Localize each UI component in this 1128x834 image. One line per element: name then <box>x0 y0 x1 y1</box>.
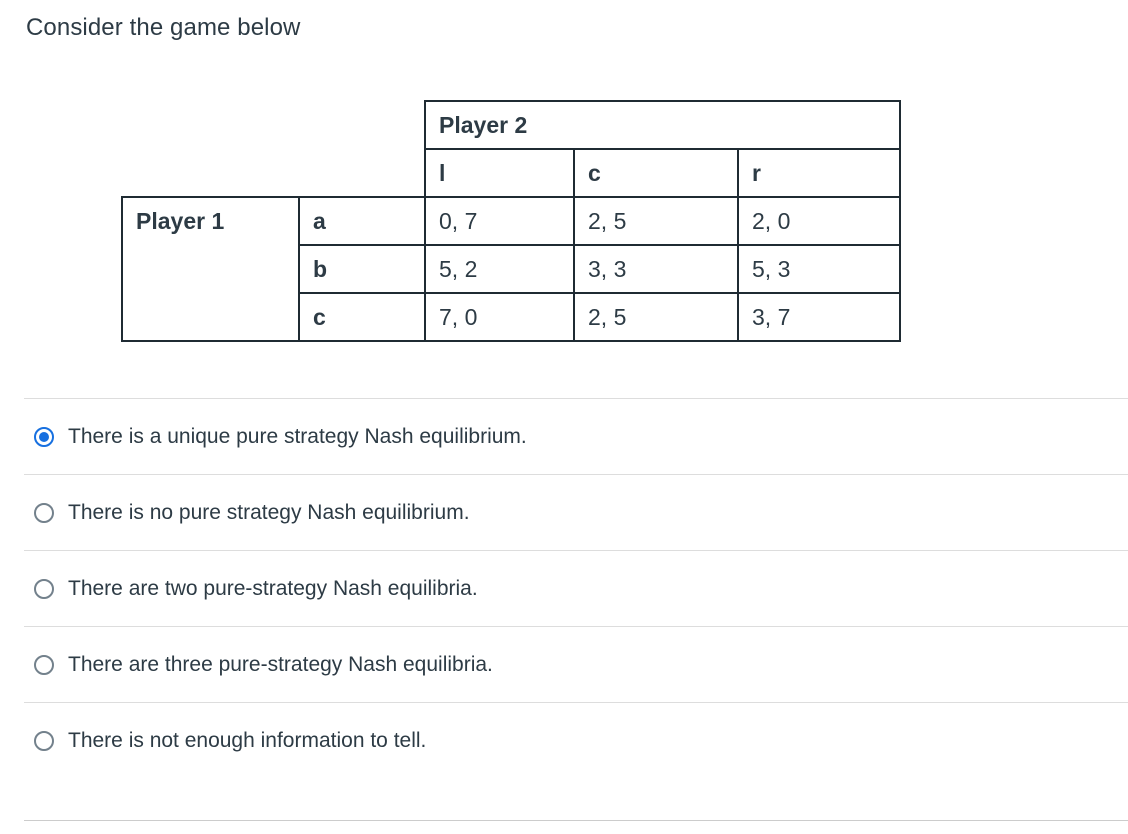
column-header-l: l <box>424 148 575 198</box>
option-divider <box>24 474 1128 475</box>
matrix-cell-a-c: 2, 5 <box>573 196 739 246</box>
radio-button-1[interactable] <box>34 502 54 523</box>
matrix-spacer-cell <box>122 149 299 197</box>
question-prompt: Consider the game below <box>26 14 301 41</box>
matrix-spacer-cell <box>122 101 299 149</box>
matrix-cell-c-l: 7, 0 <box>424 292 575 342</box>
matrix-header-row-player2: Player 2 <box>122 100 902 150</box>
matrix-header-row-actions: l c r <box>122 148 902 198</box>
matrix-cell-c-c: 2, 5 <box>573 292 739 342</box>
answer-option-1[interactable]: There is no pure strategy Nash equilibri… <box>0 475 1128 550</box>
column-header-c: c <box>573 148 739 198</box>
matrix-cell-a-l: 0, 7 <box>424 196 575 246</box>
matrix-spacer-cell <box>299 149 425 197</box>
answer-option-label-2: There are two pure-strategy Nash equilib… <box>68 576 478 600</box>
answer-option-label-4: There is not enough information to tell. <box>68 728 427 752</box>
matrix-cell-c-r: 3, 7 <box>736 292 902 342</box>
option-divider <box>24 702 1128 703</box>
answer-option-label-0: There is a unique pure strategy Nash equ… <box>68 424 527 448</box>
row-header-b: b <box>298 244 426 294</box>
matrix-cell-b-l: 5, 2 <box>424 244 575 294</box>
answer-option-4[interactable]: There is not enough information to tell. <box>0 703 1128 778</box>
option-divider <box>24 550 1128 551</box>
radio-button-3[interactable] <box>34 654 54 675</box>
matrix-cell-b-c: 3, 3 <box>573 244 739 294</box>
answer-option-label-1: There is no pure strategy Nash equilibri… <box>68 500 470 524</box>
matrix-spacer-cell <box>299 101 425 149</box>
row-header-c: c <box>298 292 426 342</box>
matrix-cell-b-r: 5, 3 <box>736 244 902 294</box>
matrix-row-a: Player 1 a 0, 7 2, 5 2, 0 <box>121 196 902 342</box>
radio-button-0[interactable] <box>34 426 54 447</box>
matrix-cell-a-r: 2, 0 <box>736 196 902 246</box>
answer-options-list: There is a unique pure strategy Nash equ… <box>0 398 1128 778</box>
radio-button-2[interactable] <box>34 578 54 599</box>
answer-option-label-3: There are three pure-strategy Nash equil… <box>68 652 493 676</box>
option-divider <box>24 626 1128 627</box>
matrix-row-b: b 5, 2 3, 3 5, 3 <box>122 244 902 294</box>
payoff-matrix-table: Player 2 l c r Player 1 a 0, 7 2, 5 2, 0… <box>121 100 902 342</box>
matrix-row-c: c 7, 0 2, 5 3, 7 <box>122 292 902 342</box>
bottom-divider <box>24 820 1128 821</box>
player2-header: Player 2 <box>423 100 902 150</box>
column-header-r: r <box>736 148 902 198</box>
player1-header: Player 1 <box>121 196 300 342</box>
answer-option-0[interactable]: There is a unique pure strategy Nash equ… <box>0 399 1128 474</box>
radio-button-4[interactable] <box>34 730 54 751</box>
option-divider <box>24 398 1128 399</box>
payoff-matrix-container: Player 2 l c r Player 1 a 0, 7 2, 5 2, 0… <box>121 100 902 342</box>
row-header-a: a <box>298 196 426 246</box>
answer-option-2[interactable]: There are two pure-strategy Nash equilib… <box>0 551 1128 626</box>
answer-option-3[interactable]: There are three pure-strategy Nash equil… <box>0 627 1128 702</box>
